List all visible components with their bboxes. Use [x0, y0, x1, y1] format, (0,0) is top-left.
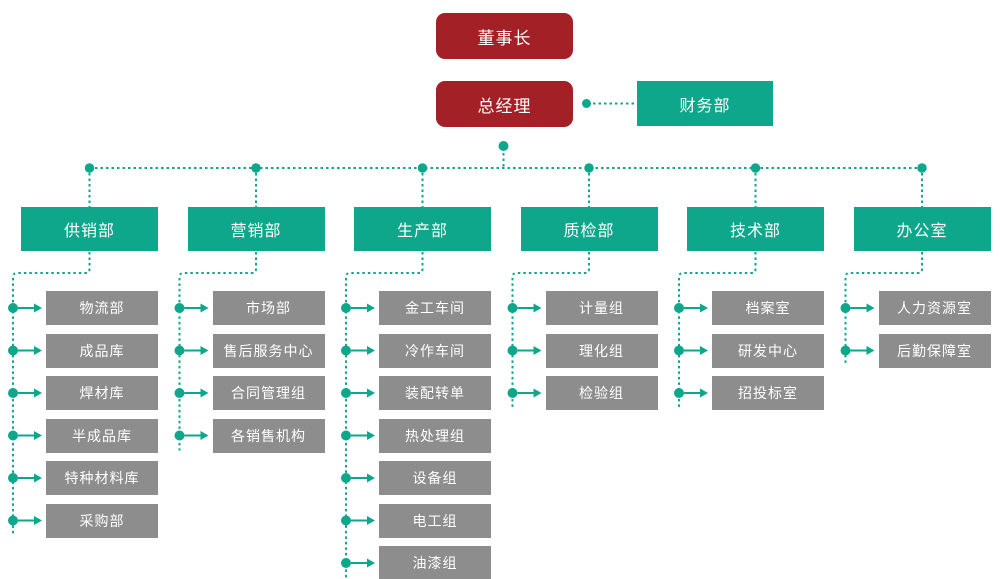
child-dot: [674, 345, 684, 356]
child-dot: [341, 473, 351, 483]
child-arrow-head: [34, 473, 42, 483]
sub-department-node[interactable]: 设备组: [379, 461, 491, 495]
child-arrow-head: [34, 303, 42, 313]
child-arrow-head: [367, 516, 375, 525]
child-dot: [8, 515, 18, 526]
gm-finance-link-dot: [582, 99, 591, 108]
sub-department-node[interactable]: 成品库: [46, 333, 158, 368]
department-node[interactable]: 技术部: [687, 207, 824, 251]
gm-stem-dot: [498, 141, 509, 151]
child-arrow-head: [533, 303, 542, 313]
branch-dot: [84, 163, 95, 173]
general-manager-node[interactable]: 总经理: [436, 81, 573, 127]
sub-department-node[interactable]: 特种材料库: [46, 461, 158, 495]
department-node[interactable]: 供销部: [21, 207, 158, 251]
child-dot: [507, 388, 518, 398]
child-dot: [8, 388, 18, 398]
sub-department-node[interactable]: 后勤保障室: [878, 333, 991, 368]
child-arrow-head: [34, 346, 42, 355]
child-arrow-head: [866, 303, 875, 313]
sub-department-node[interactable]: 计量组: [545, 291, 658, 325]
department-node[interactable]: 办公室: [853, 207, 991, 251]
sub-department-node[interactable]: 理化组: [545, 333, 658, 368]
branch-dot: [584, 163, 594, 173]
child-dot: [174, 388, 185, 398]
branch-dot: [417, 163, 428, 173]
child-arrow-head: [34, 431, 42, 440]
child-arrow-head: [533, 388, 542, 398]
child-dot: [341, 345, 351, 356]
child-arrow-head: [200, 303, 209, 313]
child-dot: [8, 345, 18, 356]
branch-dot: [917, 163, 927, 173]
child-dot: [174, 303, 185, 313]
sub-department-node[interactable]: 研发中心: [712, 333, 824, 368]
sub-department-node[interactable]: 市场部: [212, 291, 325, 325]
child-dot: [341, 515, 351, 526]
child-arrow-head: [700, 346, 708, 355]
sub-department-node[interactable]: 油漆组: [379, 546, 491, 579]
child-arrow-head: [700, 303, 708, 313]
sub-department-node[interactable]: 采购部: [46, 503, 158, 538]
department-node[interactable]: 营销部: [187, 207, 325, 251]
child-dot: [341, 558, 351, 568]
child-dot: [8, 303, 18, 313]
sub-department-node[interactable]: 装配转单: [379, 376, 491, 410]
child-arrow-head: [700, 388, 708, 398]
child-dot: [507, 345, 518, 356]
child-dot: [341, 388, 351, 398]
child-arrow-head: [200, 346, 209, 355]
sub-department-node[interactable]: 档案室: [712, 291, 824, 325]
department-node[interactable]: 生产部: [354, 207, 491, 251]
child-dot: [674, 388, 684, 398]
sub-department-node[interactable]: 焊材库: [46, 376, 158, 410]
child-dot: [174, 345, 185, 356]
child-arrow-head: [367, 431, 375, 440]
branch-dot: [251, 163, 261, 173]
sub-department-node[interactable]: 检验组: [545, 376, 658, 410]
sub-department-node[interactable]: 半成品库: [46, 418, 158, 453]
child-dot: [8, 430, 18, 441]
child-dot: [840, 303, 851, 313]
child-arrow-head: [866, 346, 875, 355]
sub-department-node[interactable]: 各销售机构: [212, 418, 325, 453]
sub-department-node[interactable]: 合同管理组: [212, 376, 325, 410]
finance-dept-node[interactable]: 财务部: [637, 81, 773, 126]
sub-department-node[interactable]: 物流部: [46, 291, 158, 325]
child-dot: [8, 473, 18, 483]
child-arrow-head: [367, 388, 375, 398]
child-dot: [341, 303, 351, 313]
child-arrow-head: [367, 558, 375, 568]
sub-department-node[interactable]: 招投标室: [712, 376, 824, 410]
child-arrow-head: [34, 516, 42, 525]
child-arrow-head: [200, 388, 209, 398]
child-arrow-head: [367, 303, 375, 313]
sub-department-node[interactable]: 冷作车间: [379, 333, 491, 368]
child-dot: [674, 303, 684, 313]
child-dot: [840, 345, 851, 356]
child-arrow-head: [34, 388, 42, 398]
child-dot: [341, 430, 351, 441]
sub-department-node[interactable]: 人力资源室: [878, 291, 991, 325]
child-arrow-head: [200, 431, 209, 440]
sub-department-node[interactable]: 售后服务中心: [212, 333, 325, 368]
sub-department-node[interactable]: 电工组: [379, 503, 491, 538]
department-node[interactable]: 质检部: [520, 207, 658, 251]
sub-department-node[interactable]: 热处理组: [379, 418, 491, 453]
child-arrow-head: [367, 346, 375, 355]
sub-department-node[interactable]: 金工车间: [379, 291, 491, 325]
child-dot: [174, 430, 185, 441]
chairman-node[interactable]: 董事长: [436, 13, 573, 59]
branch-dot: [750, 163, 761, 173]
child-arrow-head: [367, 473, 375, 483]
child-arrow-head: [533, 346, 542, 355]
child-dot: [507, 303, 518, 313]
